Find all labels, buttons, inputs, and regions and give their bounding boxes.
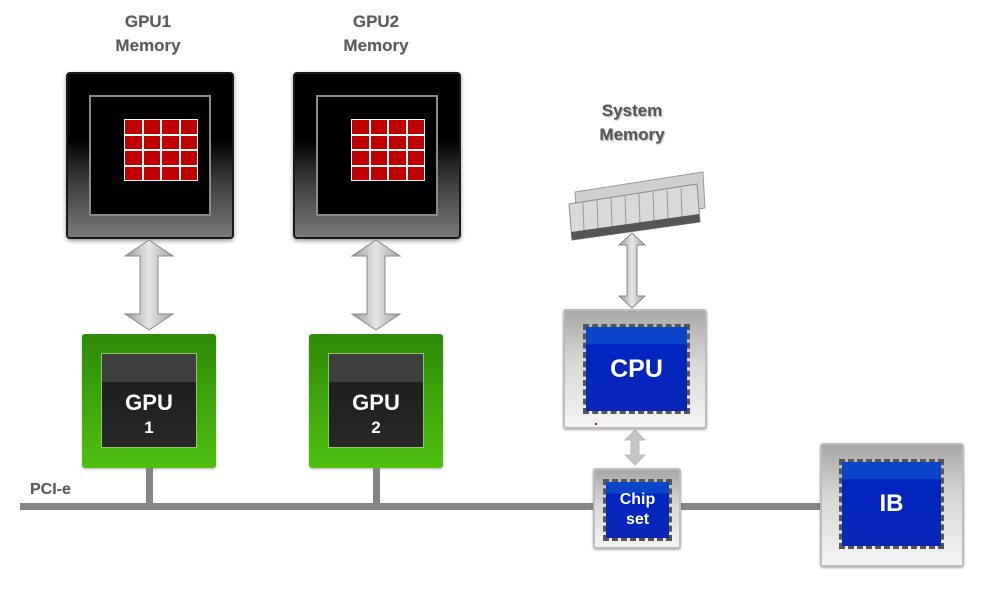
chipset-label-line1: Chip (619, 491, 656, 508)
ib-label: IB (879, 490, 904, 517)
memory-grid-icon (124, 119, 198, 181)
chipset-block: Chip set (593, 468, 681, 549)
system-memory-label-line1: System (601, 101, 663, 120)
gpu1-block: GPU 1 (82, 334, 216, 468)
cpu-label: CPU (610, 355, 663, 383)
gpu1-memory-inner (89, 95, 211, 216)
gpu2-memory-inner (316, 95, 438, 216)
double-arrow-icon (623, 429, 647, 466)
system-memory-label-line2: Memory (599, 125, 665, 144)
gpu1-die: GPU 1 (101, 353, 197, 448)
chipset-die: Chip set (603, 479, 672, 541)
gpu2-memory-label-line1: GPU2 (352, 12, 400, 31)
cpu-block: CPU (563, 309, 707, 429)
double-arrow-icon (350, 239, 402, 331)
gpu2-memory-label-line2: Memory (343, 36, 409, 55)
system-memory-label: System Memory (572, 99, 692, 147)
ib-block: IB (820, 443, 964, 567)
gpu1-memory-label: GPU1 Memory (88, 10, 208, 58)
gpu1-label: GPU (125, 390, 173, 415)
red-dot (595, 423, 597, 425)
gpu1-memory-label-line2: Memory (115, 36, 181, 55)
gpu2-number: 2 (371, 418, 381, 437)
cpu-die: CPU (583, 324, 690, 414)
pci-e-bus-line (20, 503, 820, 510)
gpu2-block: GPU 2 (309, 334, 443, 468)
chipset-label-line2: set (625, 511, 650, 528)
double-arrow-icon (123, 239, 175, 331)
gpu1-memory-block (66, 72, 234, 239)
pci-e-label: PCI-e (30, 481, 71, 498)
gpu1-memory-label-line1: GPU1 (124, 12, 172, 31)
double-arrow-icon (617, 232, 647, 309)
gpu2-memory-label: GPU2 Memory (316, 10, 436, 58)
gpu1-bus-connector (146, 468, 153, 504)
gpu2-bus-connector (373, 468, 380, 504)
gpu2-die: GPU 2 (328, 353, 424, 448)
gpu2-memory-block (293, 72, 461, 239)
ib-die: IB (839, 459, 944, 549)
ram-sticks-icon (568, 171, 706, 241)
gpu2-label: GPU (352, 390, 400, 415)
memory-grid-icon (351, 119, 425, 181)
gpu1-number: 1 (144, 418, 154, 437)
